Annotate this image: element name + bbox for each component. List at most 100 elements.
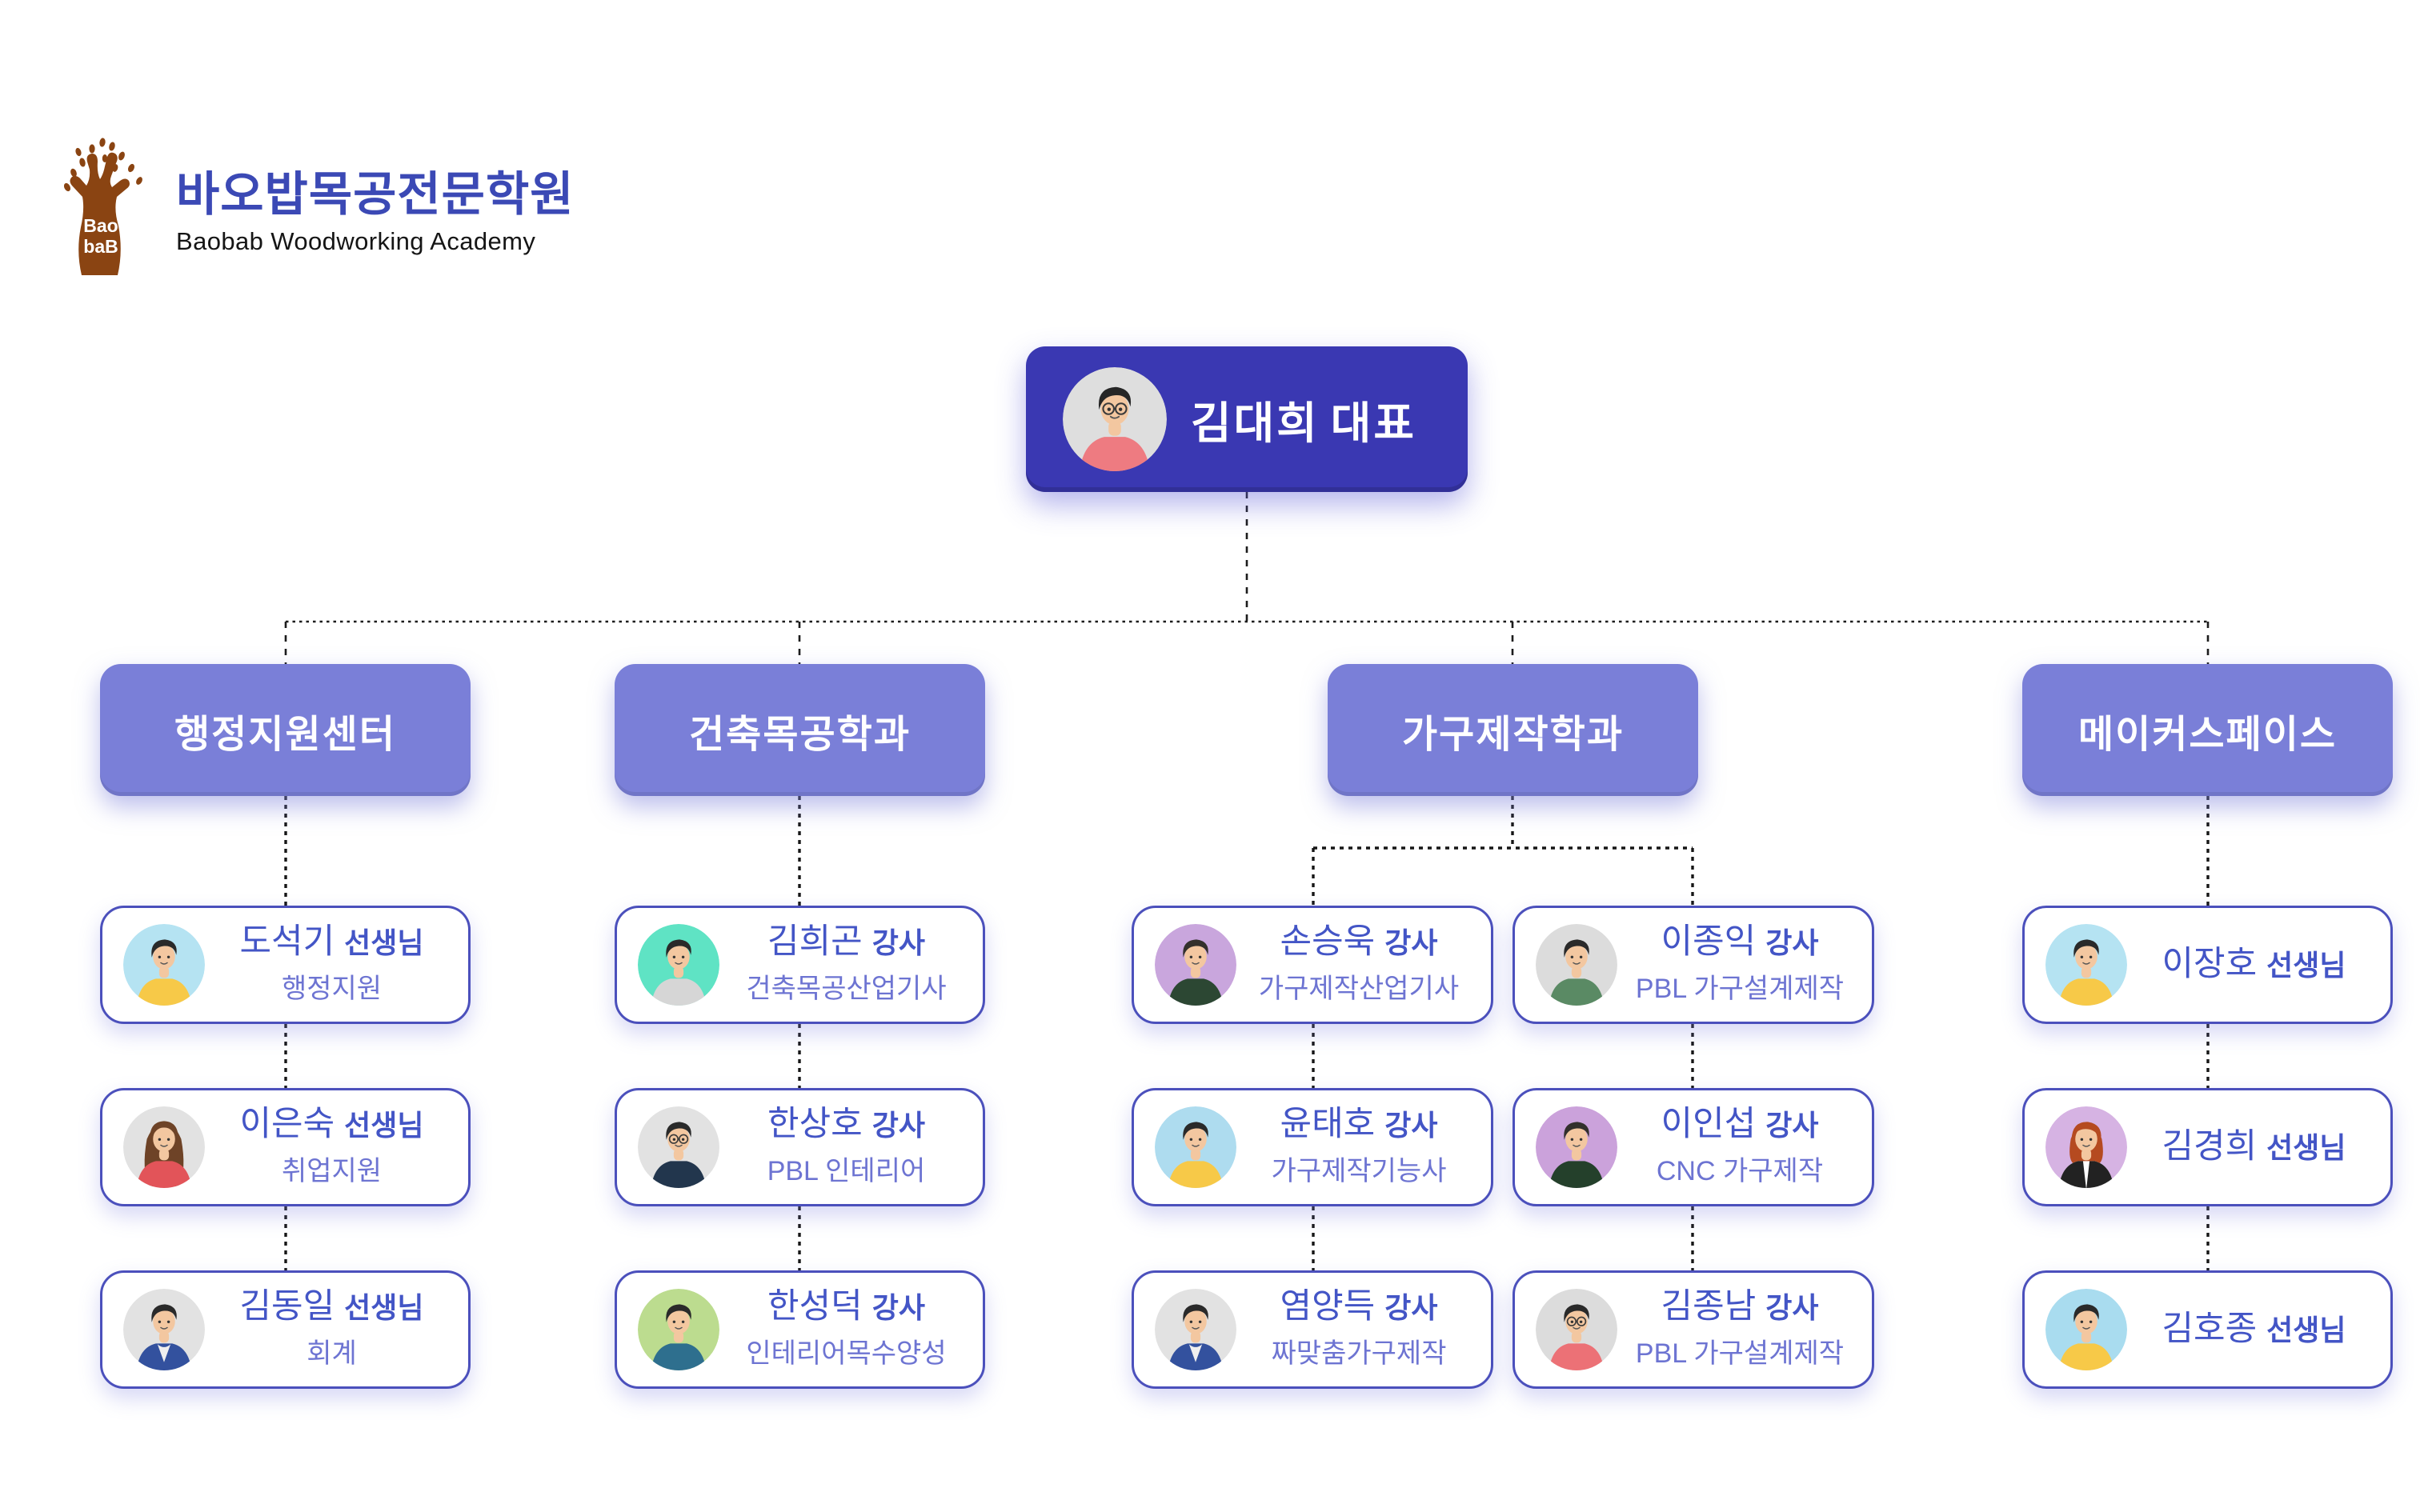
member-title: 강사 — [1765, 1291, 1819, 1325]
member-title: 강사 — [871, 1291, 925, 1325]
dept-header-arch-woodworking: 건축목공학과 — [615, 664, 985, 796]
member-title: 선생님 — [344, 1291, 424, 1325]
member-avatar — [638, 1289, 719, 1370]
baobab-tree-icon: Bao baB — [63, 138, 142, 275]
academy-logo: Bao baB 바오밥목공전문학원 Baobab Woodworking Aca… — [56, 134, 575, 277]
academy-title-english: Baobab Woodworking Academy — [176, 227, 536, 255]
member-card: 이은숙 선생님 취업지원 — [100, 1088, 471, 1206]
member-role: PBL 가구설계제작 — [1635, 973, 1845, 1004]
member-name-line: 도석기 선생님 — [214, 924, 449, 960]
member-title: 선생님 — [2266, 1131, 2346, 1165]
member-avatar — [123, 924, 205, 1006]
member-avatar — [1536, 1106, 1617, 1188]
member-name: 김종남 — [1661, 1287, 1757, 1326]
member-avatar — [123, 1106, 205, 1188]
member-avatar — [1155, 1289, 1236, 1370]
member-role: 가구제작기능사 — [1271, 1155, 1447, 1186]
dept-header-admin-support: 행정지원센터 — [100, 664, 471, 796]
member-avatar — [1155, 924, 1236, 1006]
member-avatar — [2045, 924, 2127, 1006]
member-name: 한상호 — [767, 1105, 863, 1144]
member-role: 건축목공산업기사 — [746, 973, 947, 1004]
member-avatar — [2045, 1289, 2127, 1370]
member-card: 김동일 선생님 회계 — [100, 1270, 471, 1389]
dept-header-makerspace: 메이커스페이스 — [2022, 664, 2393, 796]
member-title: 강사 — [1765, 926, 1819, 960]
member-role: 인테리어목수양성 — [746, 1338, 947, 1369]
member-title: 강사 — [1765, 1109, 1819, 1142]
member-name: 손승욱 — [1280, 922, 1376, 962]
member-name: 김동일 — [239, 1287, 335, 1326]
member-avatar — [2045, 1106, 2127, 1188]
member-name: 이은숙 — [239, 1105, 335, 1144]
member-title: 선생님 — [344, 926, 424, 960]
member-name: 이인섭 — [1661, 1105, 1757, 1144]
member-title: 선생님 — [2266, 949, 2346, 982]
ceo-avatar — [1063, 367, 1167, 471]
logo-badge-line1: Bao — [83, 215, 118, 236]
member-title: 강사 — [871, 926, 925, 960]
ceo-title-text: 대표 — [1330, 398, 1416, 448]
member-name: 윤태호 — [1280, 1105, 1376, 1144]
member-avatar — [1536, 1289, 1617, 1370]
member-role: PBL 가구설계제작 — [1635, 1338, 1845, 1369]
member-name: 김호종 — [2162, 1310, 2258, 1349]
member-title: 선생님 — [344, 1109, 424, 1142]
member-name-line: 이은숙 선생님 — [214, 1106, 449, 1142]
member-name: 김경희 — [2162, 1127, 2258, 1166]
member-title: 선생님 — [2266, 1314, 2346, 1347]
member-role: PBL 인테리어 — [767, 1155, 926, 1186]
member-title: 강사 — [1384, 1291, 1438, 1325]
member-role: 회계 — [307, 1338, 357, 1369]
member-role: 짜맞춤가구제작 — [1271, 1338, 1447, 1369]
member-name-line: 김동일 선생님 — [214, 1289, 449, 1325]
member-name: 도석기 — [239, 922, 335, 962]
academy-title-korean: 바오밥목공전문학원 — [176, 168, 575, 222]
ceo-name-text: 김대희 — [1190, 398, 1320, 448]
member-avatar — [123, 1289, 205, 1370]
member-role: 가구제작산업기사 — [1258, 973, 1460, 1004]
member-avatar — [1536, 924, 1617, 1006]
member-avatar — [1155, 1106, 1236, 1188]
member-card: 도석기 선생님 행정지원 — [100, 906, 471, 1024]
member-title: 강사 — [1384, 926, 1438, 960]
member-role: 행정지원 — [281, 973, 383, 1004]
member-name: 한성덕 — [767, 1287, 863, 1326]
member-avatar — [638, 1106, 719, 1188]
member-title: 강사 — [1384, 1109, 1438, 1142]
member-name: 이종익 — [1661, 922, 1757, 962]
member-name: 이장호 — [2162, 945, 2258, 984]
member-name: 염양득 — [1280, 1287, 1376, 1326]
member-title: 강사 — [871, 1109, 925, 1142]
member-role: 취업지원 — [281, 1155, 383, 1186]
logo-badge-line2: baB — [83, 236, 118, 257]
member-name: 김희곤 — [767, 922, 863, 962]
